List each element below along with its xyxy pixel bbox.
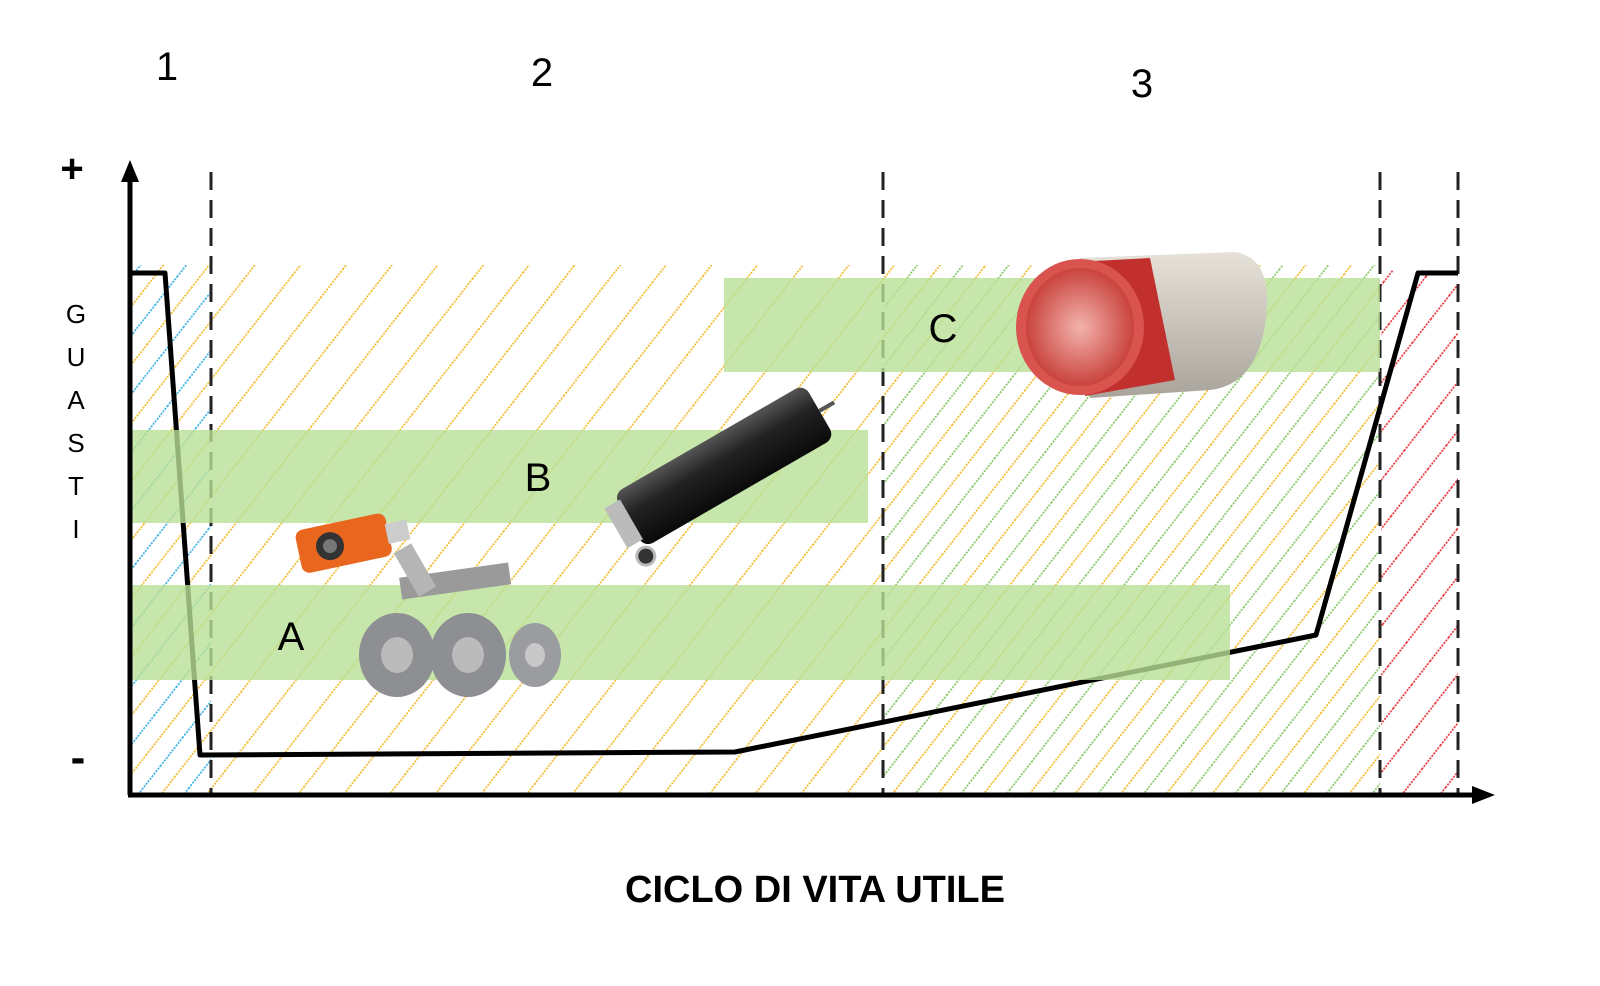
axes bbox=[121, 160, 1495, 804]
inspection-robot-illustration bbox=[295, 513, 561, 697]
pipe-plug-illustration bbox=[604, 387, 836, 567]
x-axis-arrow-icon bbox=[1472, 786, 1495, 804]
y-label-letter: A bbox=[67, 385, 85, 415]
x-axis-title: CICLO DI VITA UTILE bbox=[625, 869, 1005, 911]
failure-rate-curve bbox=[132, 270, 1458, 758]
lined-pipe-illustration bbox=[1016, 252, 1267, 398]
phase-label-3: 3 bbox=[1131, 62, 1153, 106]
phase-label-1: 1 bbox=[156, 45, 178, 89]
y-label-letter: U bbox=[67, 342, 86, 372]
hatch-red-region bbox=[1381, 270, 1458, 793]
band-a bbox=[132, 585, 1230, 680]
y-label-letter: I bbox=[72, 514, 79, 544]
band-label-a: A bbox=[278, 615, 305, 659]
band-label-c: C bbox=[929, 307, 958, 351]
y-axis-arrow-icon bbox=[121, 160, 139, 182]
y-axis-label: G U A S T I bbox=[66, 299, 86, 544]
y-axis-minus: - bbox=[71, 733, 86, 782]
phase-label-2: 2 bbox=[531, 51, 553, 95]
y-axis-plus: + bbox=[60, 147, 83, 191]
y-label-letter: T bbox=[68, 471, 84, 501]
y-label-letter: S bbox=[67, 428, 84, 458]
y-label-letter: G bbox=[66, 299, 86, 329]
band-label-b: B bbox=[525, 456, 552, 500]
